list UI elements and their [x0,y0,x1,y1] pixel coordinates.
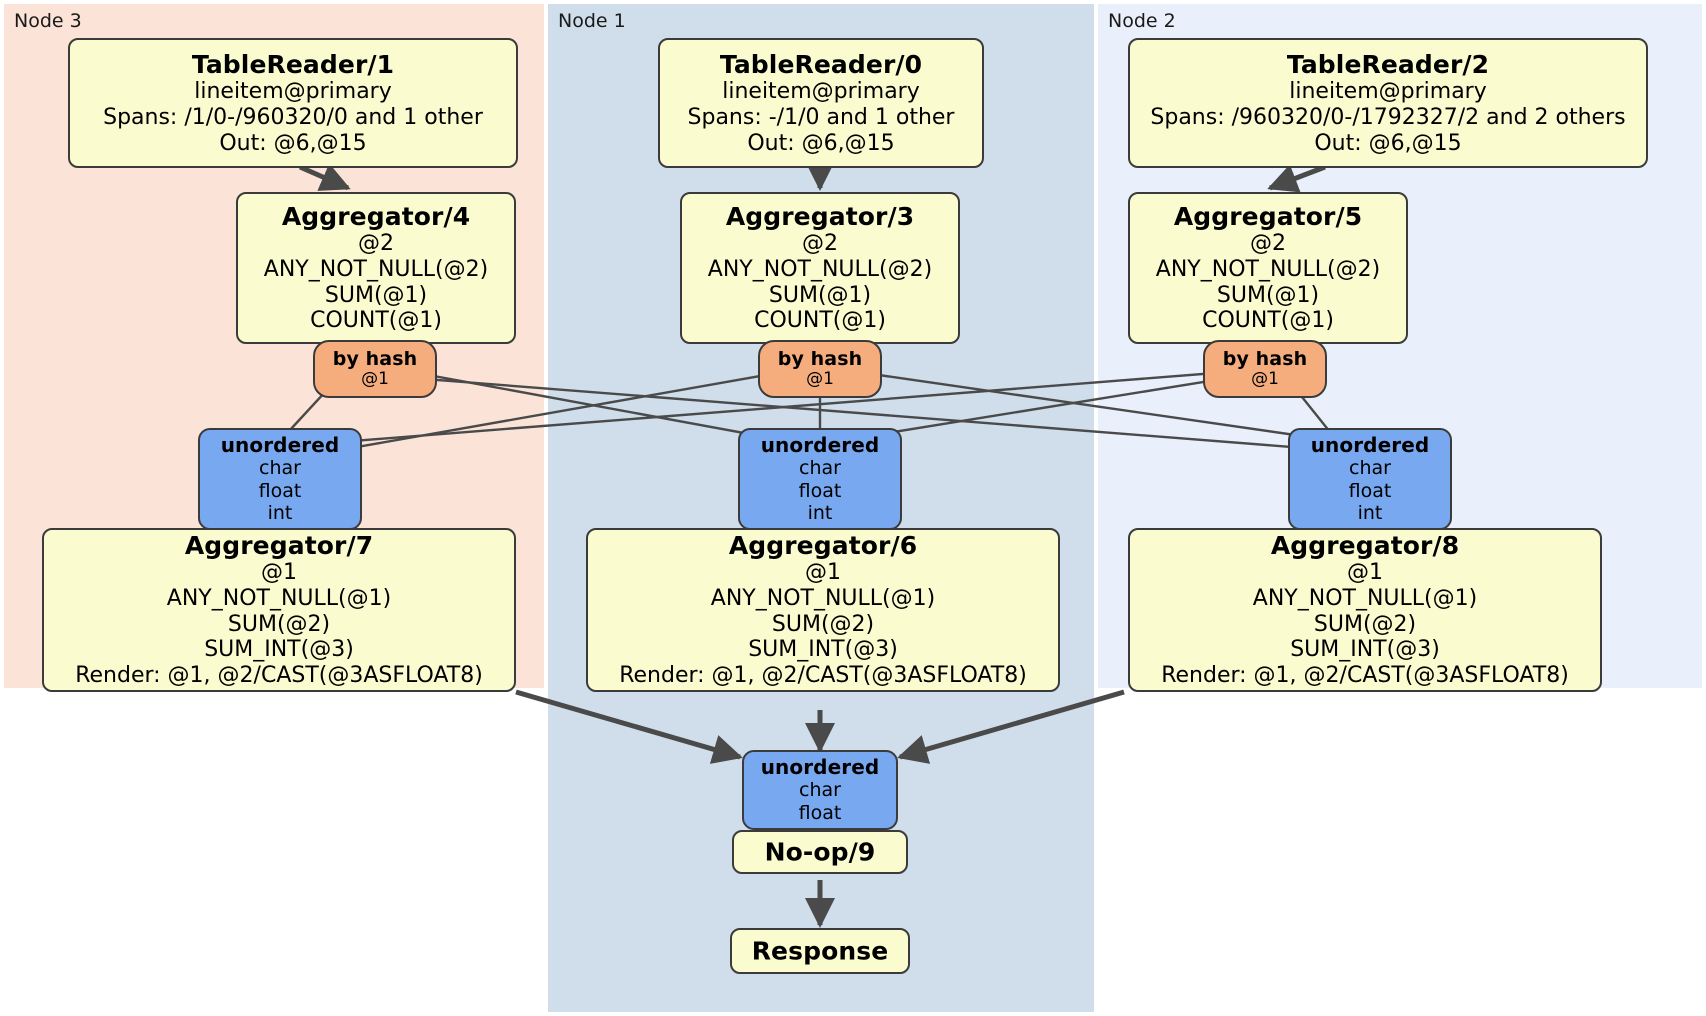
box-agg: SUM(@1) [324,282,428,308]
router-type: float [798,801,842,824]
router-type: float [798,479,842,502]
router-title: unordered [760,432,880,457]
noop-box[interactable]: No-op/9 [732,830,908,874]
box-agg: SUM(@1) [768,282,872,308]
box-agg: COUNT(@1) [1202,308,1334,334]
box-agg: COUNT(@1) [310,308,442,334]
hash-output-pill[interactable]: by hash @1 [1203,340,1327,398]
router-type: char [1349,457,1391,480]
node-panel-label: Node 3 [14,10,82,32]
box-agg: ANY_NOT_NULL(@2) [1155,256,1381,282]
hash-output-pill[interactable]: by hash @1 [313,340,437,398]
box-spans: Spans: /1/0-/960320/0 and 1 other [103,104,483,130]
box-out: Out: @6,@15 [1314,130,1462,156]
box-out: Out: @6,@15 [219,130,367,156]
router-type: float [1348,479,1392,502]
box-render: Render: @1, @2/CAST(@3ASFLOAT8) [619,663,1027,689]
pill-title: by hash [332,347,418,370]
final-aggregator-box[interactable]: Aggregator/7 @1 ANY_NOT_NULL(@1) SUM(@2)… [42,528,516,692]
box-table: lineitem@primary [722,79,920,105]
box-agg: SUM_INT(@3) [204,637,354,663]
box-spans: Spans: /960320/0-/1792327/2 and 2 others [1150,104,1626,130]
box-title: TableReader/0 [719,49,923,79]
box-agg: COUNT(@1) [754,308,886,334]
box-group: @2 [1250,231,1286,257]
box-title: No-op/9 [764,837,876,867]
pill-title: by hash [777,347,863,370]
final-unordered-router-box[interactable]: unordered char float [742,750,898,830]
router-title: unordered [220,432,340,457]
box-group: @2 [802,231,838,257]
box-agg: ANY_NOT_NULL(@2) [707,256,933,282]
table-reader-box[interactable]: TableReader/2 lineitem@primary Spans: /9… [1128,38,1648,168]
router-title: unordered [1310,432,1430,457]
hash-output-pill[interactable]: by hash @1 [758,340,882,398]
box-title: Aggregator/7 [184,531,374,561]
router-type: char [799,779,841,802]
box-title: Aggregator/6 [728,531,918,561]
pill-column: @1 [361,369,389,390]
unordered-router-box[interactable]: unordered char float int [738,428,902,530]
response-box[interactable]: Response [730,928,910,974]
final-aggregator-box[interactable]: Aggregator/6 @1 ANY_NOT_NULL(@1) SUM(@2)… [586,528,1060,692]
box-group: @2 [358,231,394,257]
box-agg: ANY_NOT_NULL(@1) [166,586,392,612]
aggregator-box[interactable]: Aggregator/3 @2 ANY_NOT_NULL(@2) SUM(@1)… [680,192,960,344]
aggregator-box[interactable]: Aggregator/5 @2 ANY_NOT_NULL(@2) SUM(@1)… [1128,192,1408,344]
unordered-router-box[interactable]: unordered char float int [1288,428,1452,530]
box-agg: ANY_NOT_NULL(@2) [263,256,489,282]
box-agg: SUM_INT(@3) [748,637,898,663]
router-type: char [799,457,841,480]
router-type: char [259,457,301,480]
box-group: @1 [805,560,841,586]
router-title: unordered [760,755,880,780]
box-render: Render: @1, @2/CAST(@3ASFLOAT8) [1161,663,1569,689]
box-title: Aggregator/5 [1173,201,1363,231]
box-spans: Spans: -/1/0 and 1 other [687,104,955,130]
table-reader-box[interactable]: TableReader/0 lineitem@primary Spans: -/… [658,38,984,168]
box-agg: SUM(@2) [1313,611,1417,637]
box-render: Render: @1, @2/CAST(@3ASFLOAT8) [75,663,483,689]
box-title: TableReader/2 [1286,49,1490,79]
pill-title: by hash [1222,347,1308,370]
router-type: int [1357,501,1383,524]
box-agg: ANY_NOT_NULL(@1) [1252,586,1478,612]
router-type: int [267,501,293,524]
box-title: Aggregator/8 [1270,531,1460,561]
node-panel-label: Node 2 [1108,10,1176,32]
final-aggregator-box[interactable]: Aggregator/8 @1 ANY_NOT_NULL(@1) SUM(@2)… [1128,528,1602,692]
box-table: lineitem@primary [194,79,392,105]
box-agg: SUM(@1) [1216,282,1320,308]
box-title: Response [751,936,889,966]
box-group: @1 [1347,560,1383,586]
box-agg: SUM_INT(@3) [1290,637,1440,663]
unordered-router-box[interactable]: unordered char float int [198,428,362,530]
box-table: lineitem@primary [1289,79,1487,105]
router-type: int [807,501,833,524]
table-reader-box[interactable]: TableReader/1 lineitem@primary Spans: /1… [68,38,518,168]
box-group: @1 [261,560,297,586]
box-agg: SUM(@2) [771,611,875,637]
pill-column: @1 [806,369,834,390]
pill-column: @1 [1251,369,1279,390]
box-agg: ANY_NOT_NULL(@1) [710,586,936,612]
box-title: Aggregator/4 [281,201,471,231]
router-type: float [258,479,302,502]
box-agg: SUM(@2) [227,611,331,637]
box-title: Aggregator/3 [725,201,915,231]
aggregator-box[interactable]: Aggregator/4 @2 ANY_NOT_NULL(@2) SUM(@1)… [236,192,516,344]
node-panel-label: Node 1 [558,10,626,32]
box-out: Out: @6,@15 [747,130,895,156]
box-title: TableReader/1 [191,49,395,79]
